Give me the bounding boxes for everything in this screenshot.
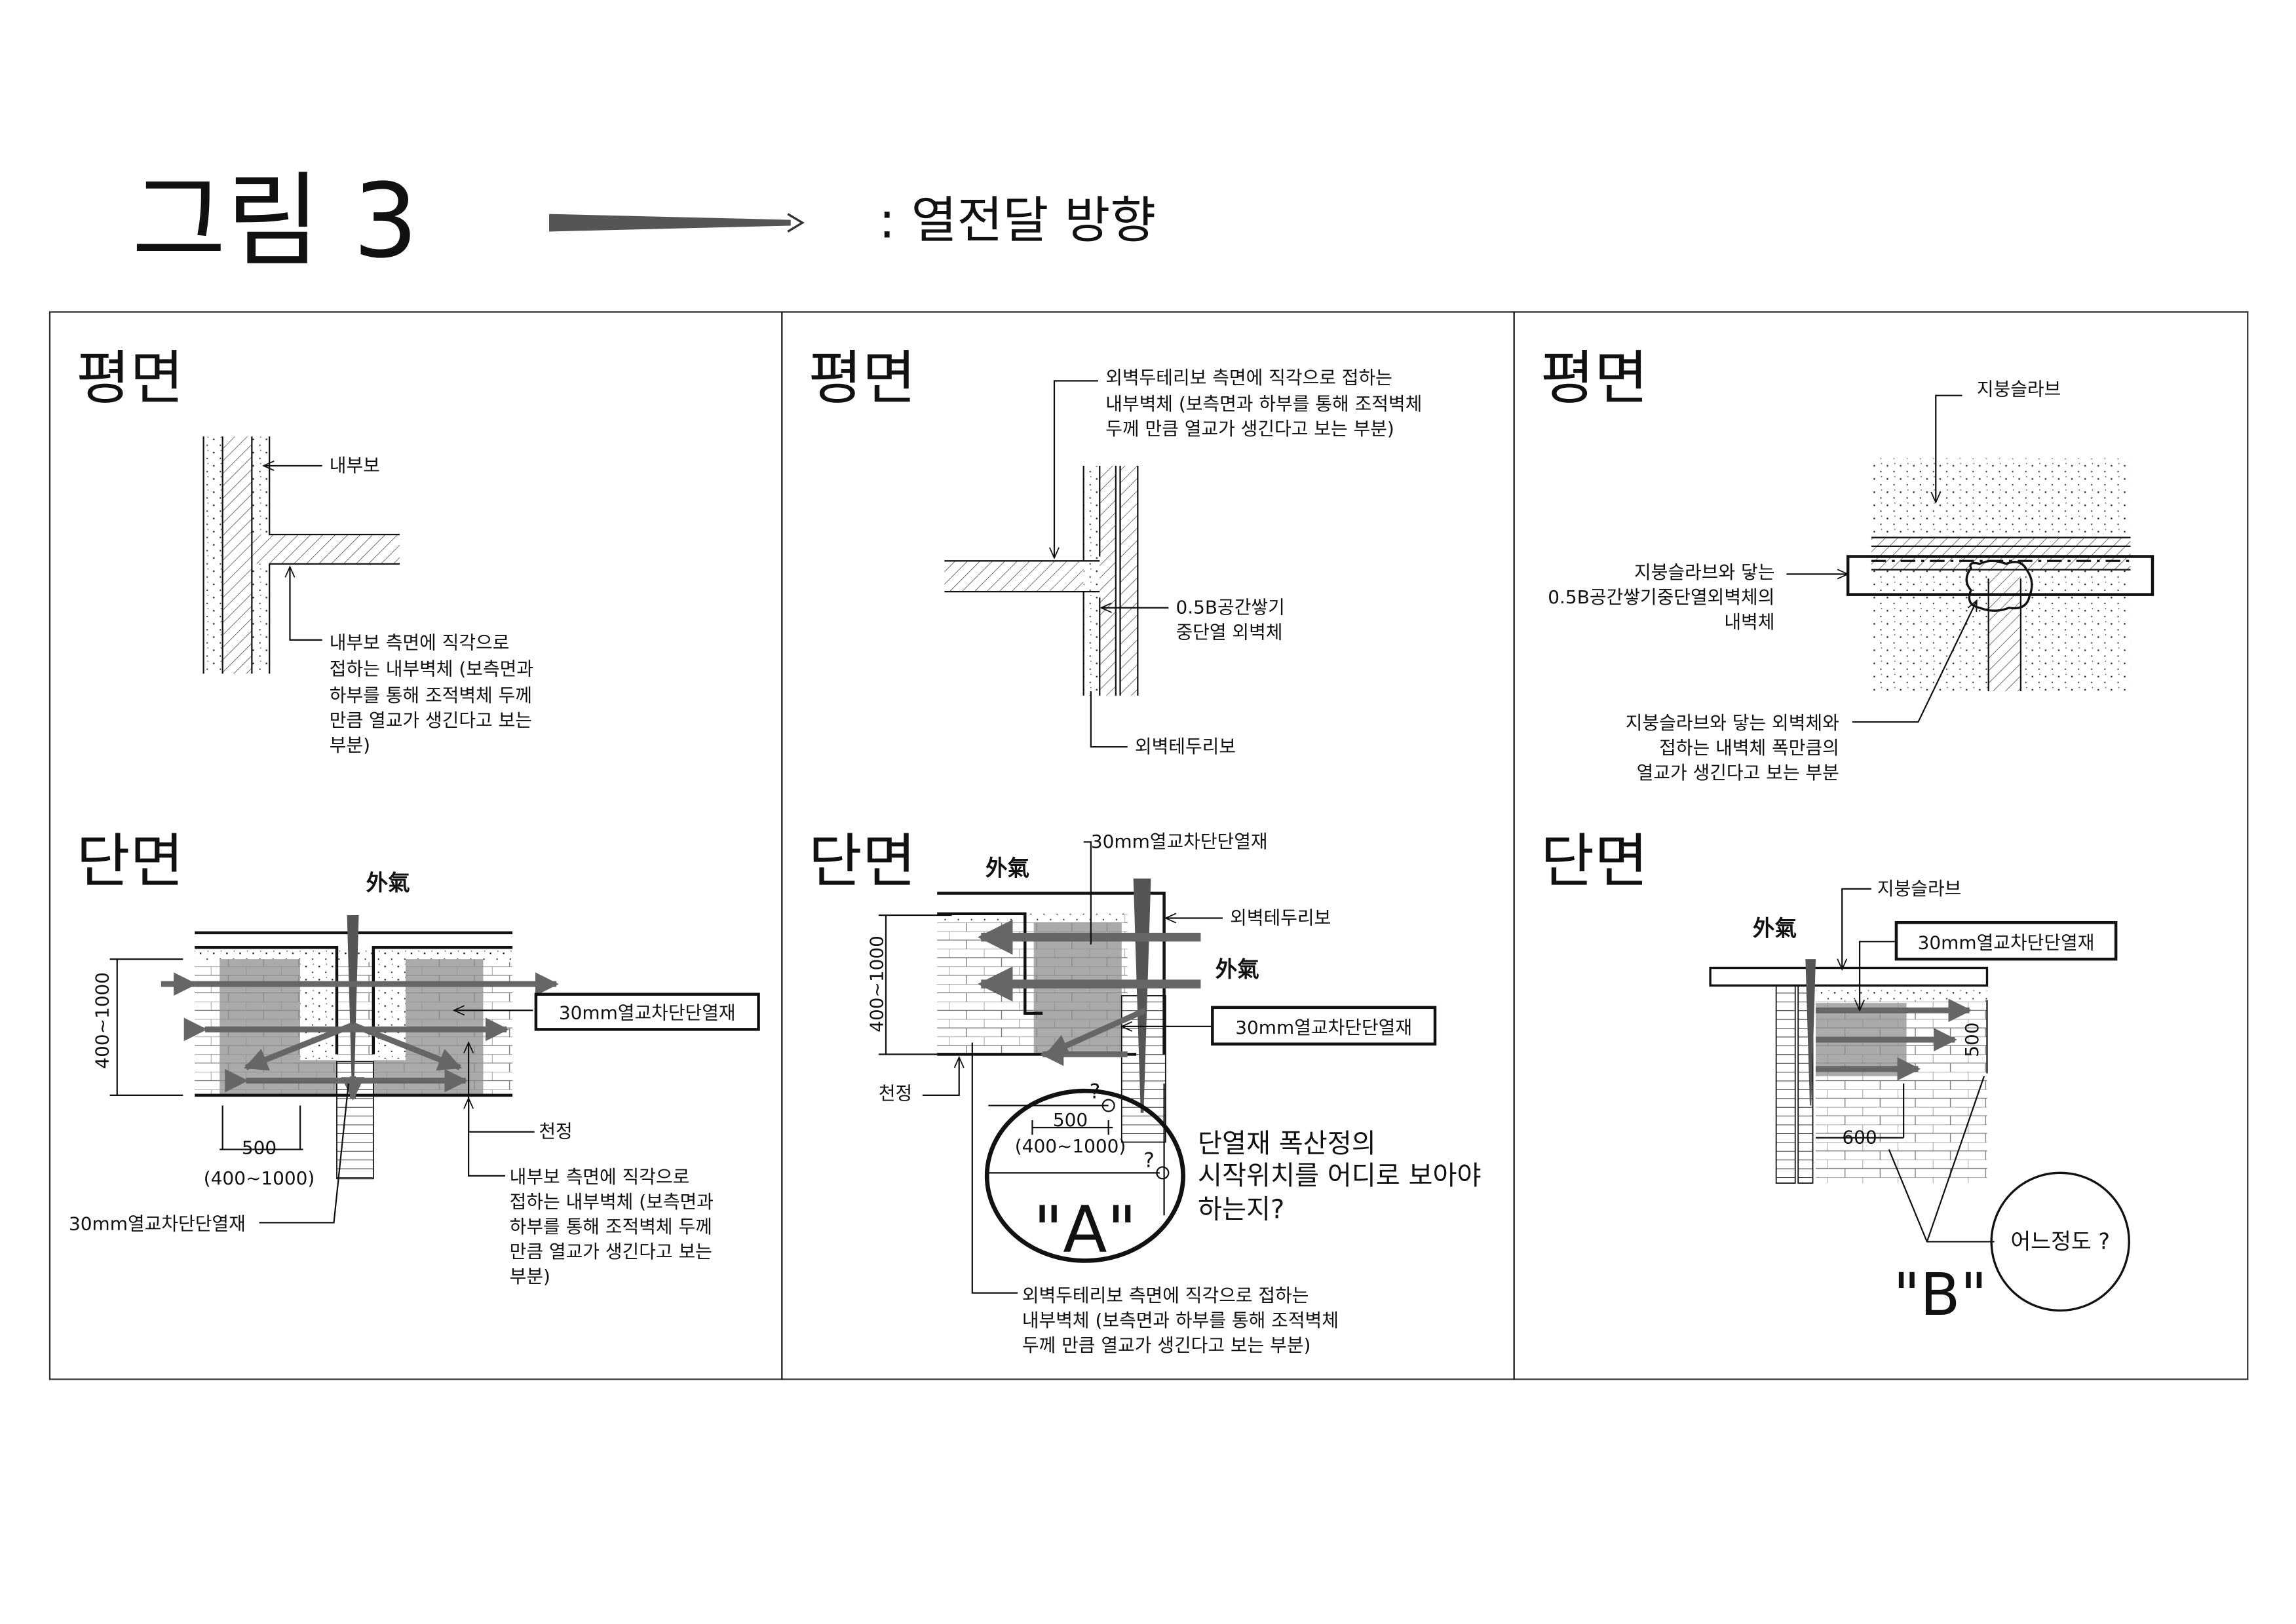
plan-drawing <box>202 436 400 674</box>
wall-label: 중단열 외벽체 <box>1176 622 1282 643</box>
ring-beam-label: 외벽테두리보 <box>1135 736 1236 757</box>
figure-title: 그림 3 <box>132 161 418 280</box>
inner-wall-label: 내벽체 <box>1724 611 1774 633</box>
dim-height: 500 <box>1961 1023 1983 1057</box>
callout-a-circle <box>984 1088 1185 1263</box>
note-line: 접하는 내부벽체 (보측면과 <box>330 658 533 680</box>
note-line: 부분) <box>510 1266 550 1287</box>
question-text: 단열재 폭산정의 <box>1198 1129 1376 1159</box>
callout-b-label: "B" <box>1893 1261 1987 1329</box>
outside-air-label: 外氣 <box>1753 915 1797 941</box>
dim-width-range: (400~1000) <box>204 1167 315 1189</box>
plan-note-line: 열교가 생긴다고 보는 부분 <box>1637 762 1839 784</box>
insulation-label-box <box>534 992 760 1031</box>
section-note-line: 내부벽체 (보측면과 하부를 통해 조적벽체 <box>1022 1310 1339 1331</box>
ring-beam-label: 외벽테두리보 <box>1230 907 1331 928</box>
plan-note: 내부보 측면에 직각으로 접하는 내부벽체 (보측면과 하부를 통해 조적벽체 … <box>330 632 533 755</box>
question-text: 하는지? <box>1198 1195 1284 1225</box>
note-line: 부분) <box>330 734 370 756</box>
insulation-label-top: 30mm열교차단단열재 <box>1091 831 1268 852</box>
insulation-label: 30mm열교차단단열재 <box>1918 932 2095 953</box>
insulation-label: 30mm열교차단단열재 <box>559 1002 736 1024</box>
question-mark: ? <box>1090 1080 1101 1103</box>
question-mark: ? <box>1143 1148 1155 1172</box>
outside-air-label: 外氣 <box>1215 956 1259 982</box>
section-heading: 단면 <box>1540 828 1648 896</box>
plan-note-line: 지붕슬라브와 닿는 외벽체와 <box>1626 712 1839 734</box>
roof-slab-label: 지붕슬라브 <box>1977 379 2061 400</box>
ceiling-label: 천정 <box>539 1121 572 1142</box>
section-note: 내부보 측면에 직각으로 접하는 내부벽체 (보측면과 하부를 통해 조적벽체 … <box>510 1166 714 1287</box>
insulation-label-box <box>1894 920 2118 961</box>
note-line: 만큼 열교가 생긴다고 보는 <box>330 709 532 731</box>
roof-slab-label: 지붕슬라브 <box>1877 878 1961 899</box>
note-line: 하부를 통해 조적벽체 두께 <box>510 1216 712 1237</box>
section-heading: 단면 <box>76 828 183 896</box>
dim-width: 600 <box>1842 1127 1877 1148</box>
callout-a-label: "A" <box>1033 1193 1137 1268</box>
plan-note-line: 두께 만큼 열교가 생긴다고 보는 부분) <box>1105 418 1394 440</box>
section-drawing <box>878 841 1223 1294</box>
beam-label: 내부보 <box>330 455 380 476</box>
note-line: 내부보 측면에 직각으로 <box>510 1166 690 1188</box>
legend-label: : 열전달 방향 <box>879 191 1156 249</box>
note-line: 만큼 열교가 생긴다고 보는 <box>510 1241 712 1262</box>
panel-2: 평면 단면 외벽두테리보 측면에 직각으로 접하는 내부벽체 (보측면과 하부를… <box>809 345 1482 1356</box>
section-drawing <box>109 915 559 1224</box>
panel-1: 평면 단면 내부보 내부보 측면에 직각으로 접하는 내부벽체 (보측면과 하부… <box>69 345 760 1287</box>
section-note-line: 외벽두테리보 측면에 직각으로 접하는 <box>1022 1285 1309 1306</box>
note-line: 하부를 통해 조적벽체 두께 <box>330 685 532 706</box>
dim-width: 500 <box>242 1137 277 1158</box>
ceiling-label: 천정 <box>879 1083 912 1105</box>
insulation-label-left: 30mm열교차단단열재 <box>69 1213 246 1235</box>
inner-wall-label: 0.5B공간쌓기중단열외벽체의 <box>1548 586 1774 608</box>
dim-width-range: (400~1000) <box>1015 1135 1126 1157</box>
section-drawing <box>1709 888 2130 1312</box>
question-label: 어느정도 ? <box>2010 1229 2110 1255</box>
wall-label: 0.5B공간쌓기 <box>1176 597 1284 618</box>
insulation-label: 30mm열교차단단열재 <box>1235 1017 1412 1038</box>
note-line: 접하는 내부벽체 (보측면과 <box>510 1191 714 1213</box>
plan-drawing <box>944 380 1169 748</box>
inner-wall-label: 지붕슬라브와 닿는 <box>1634 561 1774 583</box>
plan-heading: 평면 <box>76 345 183 413</box>
panel-3: 평면 단면 지붕슬라브 지붕슬라브와 닿는 0.5B공간쌓기중단열외벽체의 내벽… <box>1540 345 2154 1329</box>
section-heading: 단면 <box>809 828 916 896</box>
panel-frame <box>48 311 2249 1380</box>
outside-air-label: 外氣 <box>366 870 410 896</box>
section-note-line: 두께 만큼 열교가 생긴다고 보는 부분) <box>1022 1334 1311 1356</box>
plan-note-line: 외벽두테리보 측면에 직각으로 접하는 <box>1105 367 1392 388</box>
note-line: 내부보 측면에 직각으로 <box>330 632 510 653</box>
plan-drawing <box>1786 394 2154 723</box>
outside-air-label: 外氣 <box>985 856 1029 881</box>
dim-height: 400~1000 <box>91 972 113 1069</box>
plan-note-line: 접하는 내벽체 폭만큼의 <box>1659 737 1839 759</box>
plan-note-line: 내부벽체 (보측면과 하부를 통해 조적벽체 <box>1105 393 1422 415</box>
bridge-zone-cloud <box>1965 559 2033 612</box>
question-text: 시작위치를 어디로 보아야 <box>1198 1161 1482 1191</box>
heat-flow-arrow-icon <box>549 213 805 233</box>
plan-heading: 평면 <box>1540 345 1648 413</box>
plan-heading: 평면 <box>809 345 916 413</box>
insulation-label-box <box>1211 1006 1437 1046</box>
dim-height: 400~1000 <box>866 935 888 1032</box>
dim-width: 500 <box>1053 1109 1088 1131</box>
callout-b-circle <box>1990 1171 2130 1312</box>
